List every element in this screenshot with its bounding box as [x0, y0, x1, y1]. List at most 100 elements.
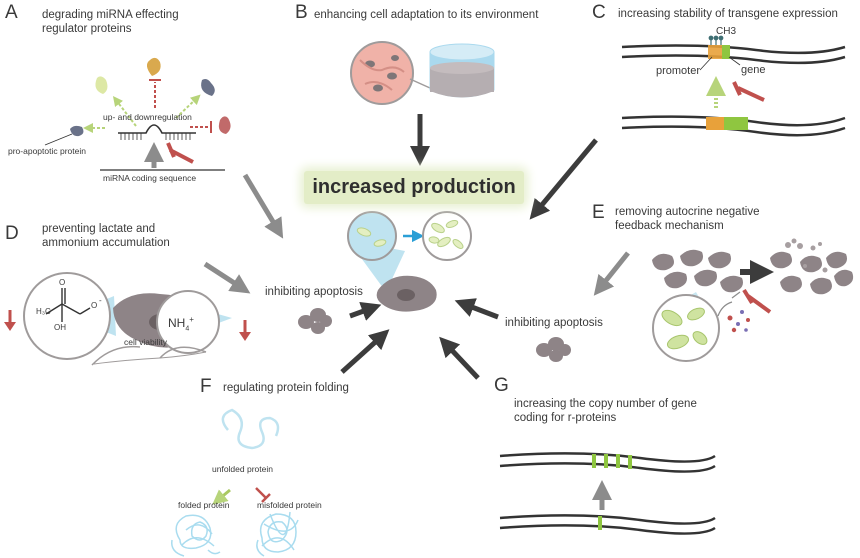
misfolding-inhibit-bar	[261, 493, 271, 503]
lactate-o-minus-label: O	[91, 301, 98, 310]
feedback-path	[717, 301, 733, 317]
panel-d-letter: D	[5, 223, 19, 244]
panel-f-title: regulating protein folding	[223, 382, 349, 394]
autocrine-inhibitor-symbol	[742, 288, 772, 314]
gene-segment-bottom	[724, 117, 748, 130]
inhibiting-apoptosis-right-label: inhibiting apoptosis	[505, 317, 603, 329]
cell-cluster	[365, 55, 399, 92]
ammonium-circle	[156, 290, 220, 354]
cell-processes	[359, 59, 405, 91]
promoter-label: promoter	[656, 65, 701, 77]
panel-g-letter: G	[494, 375, 509, 396]
mirna-ticks	[120, 133, 191, 140]
panel-g-title: increasing the copy number of gene codin…	[514, 398, 697, 424]
folding-arrow	[212, 488, 231, 505]
gene-copy-1	[592, 454, 596, 468]
dna-strand-bottom-2	[621, 125, 846, 137]
panel-a-letter: A	[5, 2, 18, 23]
panel-a-artwork	[44, 57, 231, 171]
panel-f-letter: F	[200, 376, 212, 397]
misfolded-protein-label: misfolded protein	[257, 500, 322, 510]
gene-copy-3	[616, 454, 620, 468]
gene-pointer	[728, 56, 741, 66]
arrow-c-to-center	[529, 138, 598, 220]
protein-granules-right	[428, 220, 464, 249]
protein-slate	[201, 79, 215, 96]
center-artwork	[298, 211, 571, 362]
mirna-inhibitor-symbol	[166, 142, 194, 164]
secretory-granules	[661, 307, 708, 350]
panel-c-title: increasing stability of transgene expres…	[618, 8, 838, 20]
ammonium-charge: +	[189, 315, 194, 324]
promoter-segment	[708, 45, 722, 59]
mirna-coding-sequence-label: miRNA coding sequence	[103, 173, 197, 183]
pro-apoptotic-protein-label: pro-apoptotic protein	[8, 146, 86, 156]
arrow-d-to-inhibit	[203, 261, 251, 294]
methyl-groups	[708, 35, 724, 45]
panel-e-title: removing autocrine negative feedback mec…	[615, 206, 760, 232]
gene-segment-top	[722, 45, 730, 59]
lactate-ch3-label: H₃C	[36, 307, 51, 316]
misfolding-inhibit-line	[255, 487, 267, 499]
folded-protein-shape	[171, 514, 221, 557]
dna-original-2	[499, 524, 716, 535]
ammonium-label: NH4+	[168, 315, 194, 334]
increased-production-title: increased production	[304, 171, 524, 204]
zoom-circle-left	[347, 211, 397, 261]
down-arrow-left	[4, 310, 16, 331]
arrow-g-to-center	[439, 336, 480, 380]
protein-orange	[146, 57, 161, 76]
feedback-bar	[731, 291, 741, 299]
cell-population	[652, 249, 743, 293]
arrow-left-inhibit-to-cell	[349, 302, 382, 321]
arrow-e-to-inhibit	[593, 251, 630, 296]
ammonium-symbol: NH	[168, 316, 186, 330]
misfolded-protein-shape	[256, 511, 299, 557]
pro-apoptotic-pointer	[44, 133, 73, 146]
lactate-oh-label: OH	[54, 323, 66, 332]
secretion-zoom-circle	[652, 294, 720, 362]
arrow-right-inhibit-to-cell	[454, 298, 499, 320]
down-arrow-right	[239, 320, 251, 341]
unfolded-protein-chain	[221, 408, 280, 450]
panel-b-artwork	[350, 41, 495, 166]
viability-base	[93, 351, 207, 365]
dna-amplified-1	[499, 452, 716, 463]
lactate-circle	[23, 272, 111, 360]
gene-label: gene	[741, 64, 766, 76]
dna-strand-top-2	[621, 54, 846, 65]
promoter-pointer	[699, 56, 713, 71]
methylation-inhibitor-symbol	[732, 81, 765, 102]
panel-a-title: degrading miRNA effecting regulator prot…	[42, 9, 179, 35]
promoter-segment-bottom	[706, 117, 724, 130]
dna-strand-top-1	[621, 44, 846, 55]
folded-protein-label: folded protein	[178, 500, 230, 510]
lactate-charge: -	[99, 296, 102, 305]
apoptotic-cell-right	[536, 337, 571, 362]
panel-c-artwork	[529, 35, 846, 220]
panel-b-letter: B	[295, 2, 308, 23]
dna-amplified-2	[499, 462, 716, 473]
protein-red	[218, 116, 231, 134]
zoom-connector	[409, 78, 431, 89]
arrow-a-to-center	[242, 173, 284, 239]
panel-d-artwork	[4, 173, 284, 366]
cell-population-expanded	[770, 251, 854, 295]
apoptotic-cell-left	[298, 308, 332, 334]
lactate-o-label: O	[59, 278, 66, 287]
panel-c-letter: C	[592, 2, 606, 23]
cell-viability-label: cell viability	[124, 337, 167, 347]
panel-d-title: preventing lactate and ammonium accumula…	[42, 223, 170, 249]
panel-e-letter: E	[592, 202, 605, 223]
protein-granules-left	[356, 227, 387, 247]
protein-green	[95, 76, 108, 94]
unfolded-protein-label: unfolded protein	[212, 464, 273, 474]
gene-copy-4	[628, 455, 632, 469]
cells-in-medium-circle	[350, 41, 414, 105]
zoom-circle-right	[422, 211, 472, 261]
arrow-f-to-center	[340, 329, 390, 374]
viability-arcs	[91, 345, 207, 366]
inhibiting-apoptosis-left-label: inhibiting apoptosis	[265, 286, 363, 298]
gene-copy-2	[604, 454, 608, 468]
